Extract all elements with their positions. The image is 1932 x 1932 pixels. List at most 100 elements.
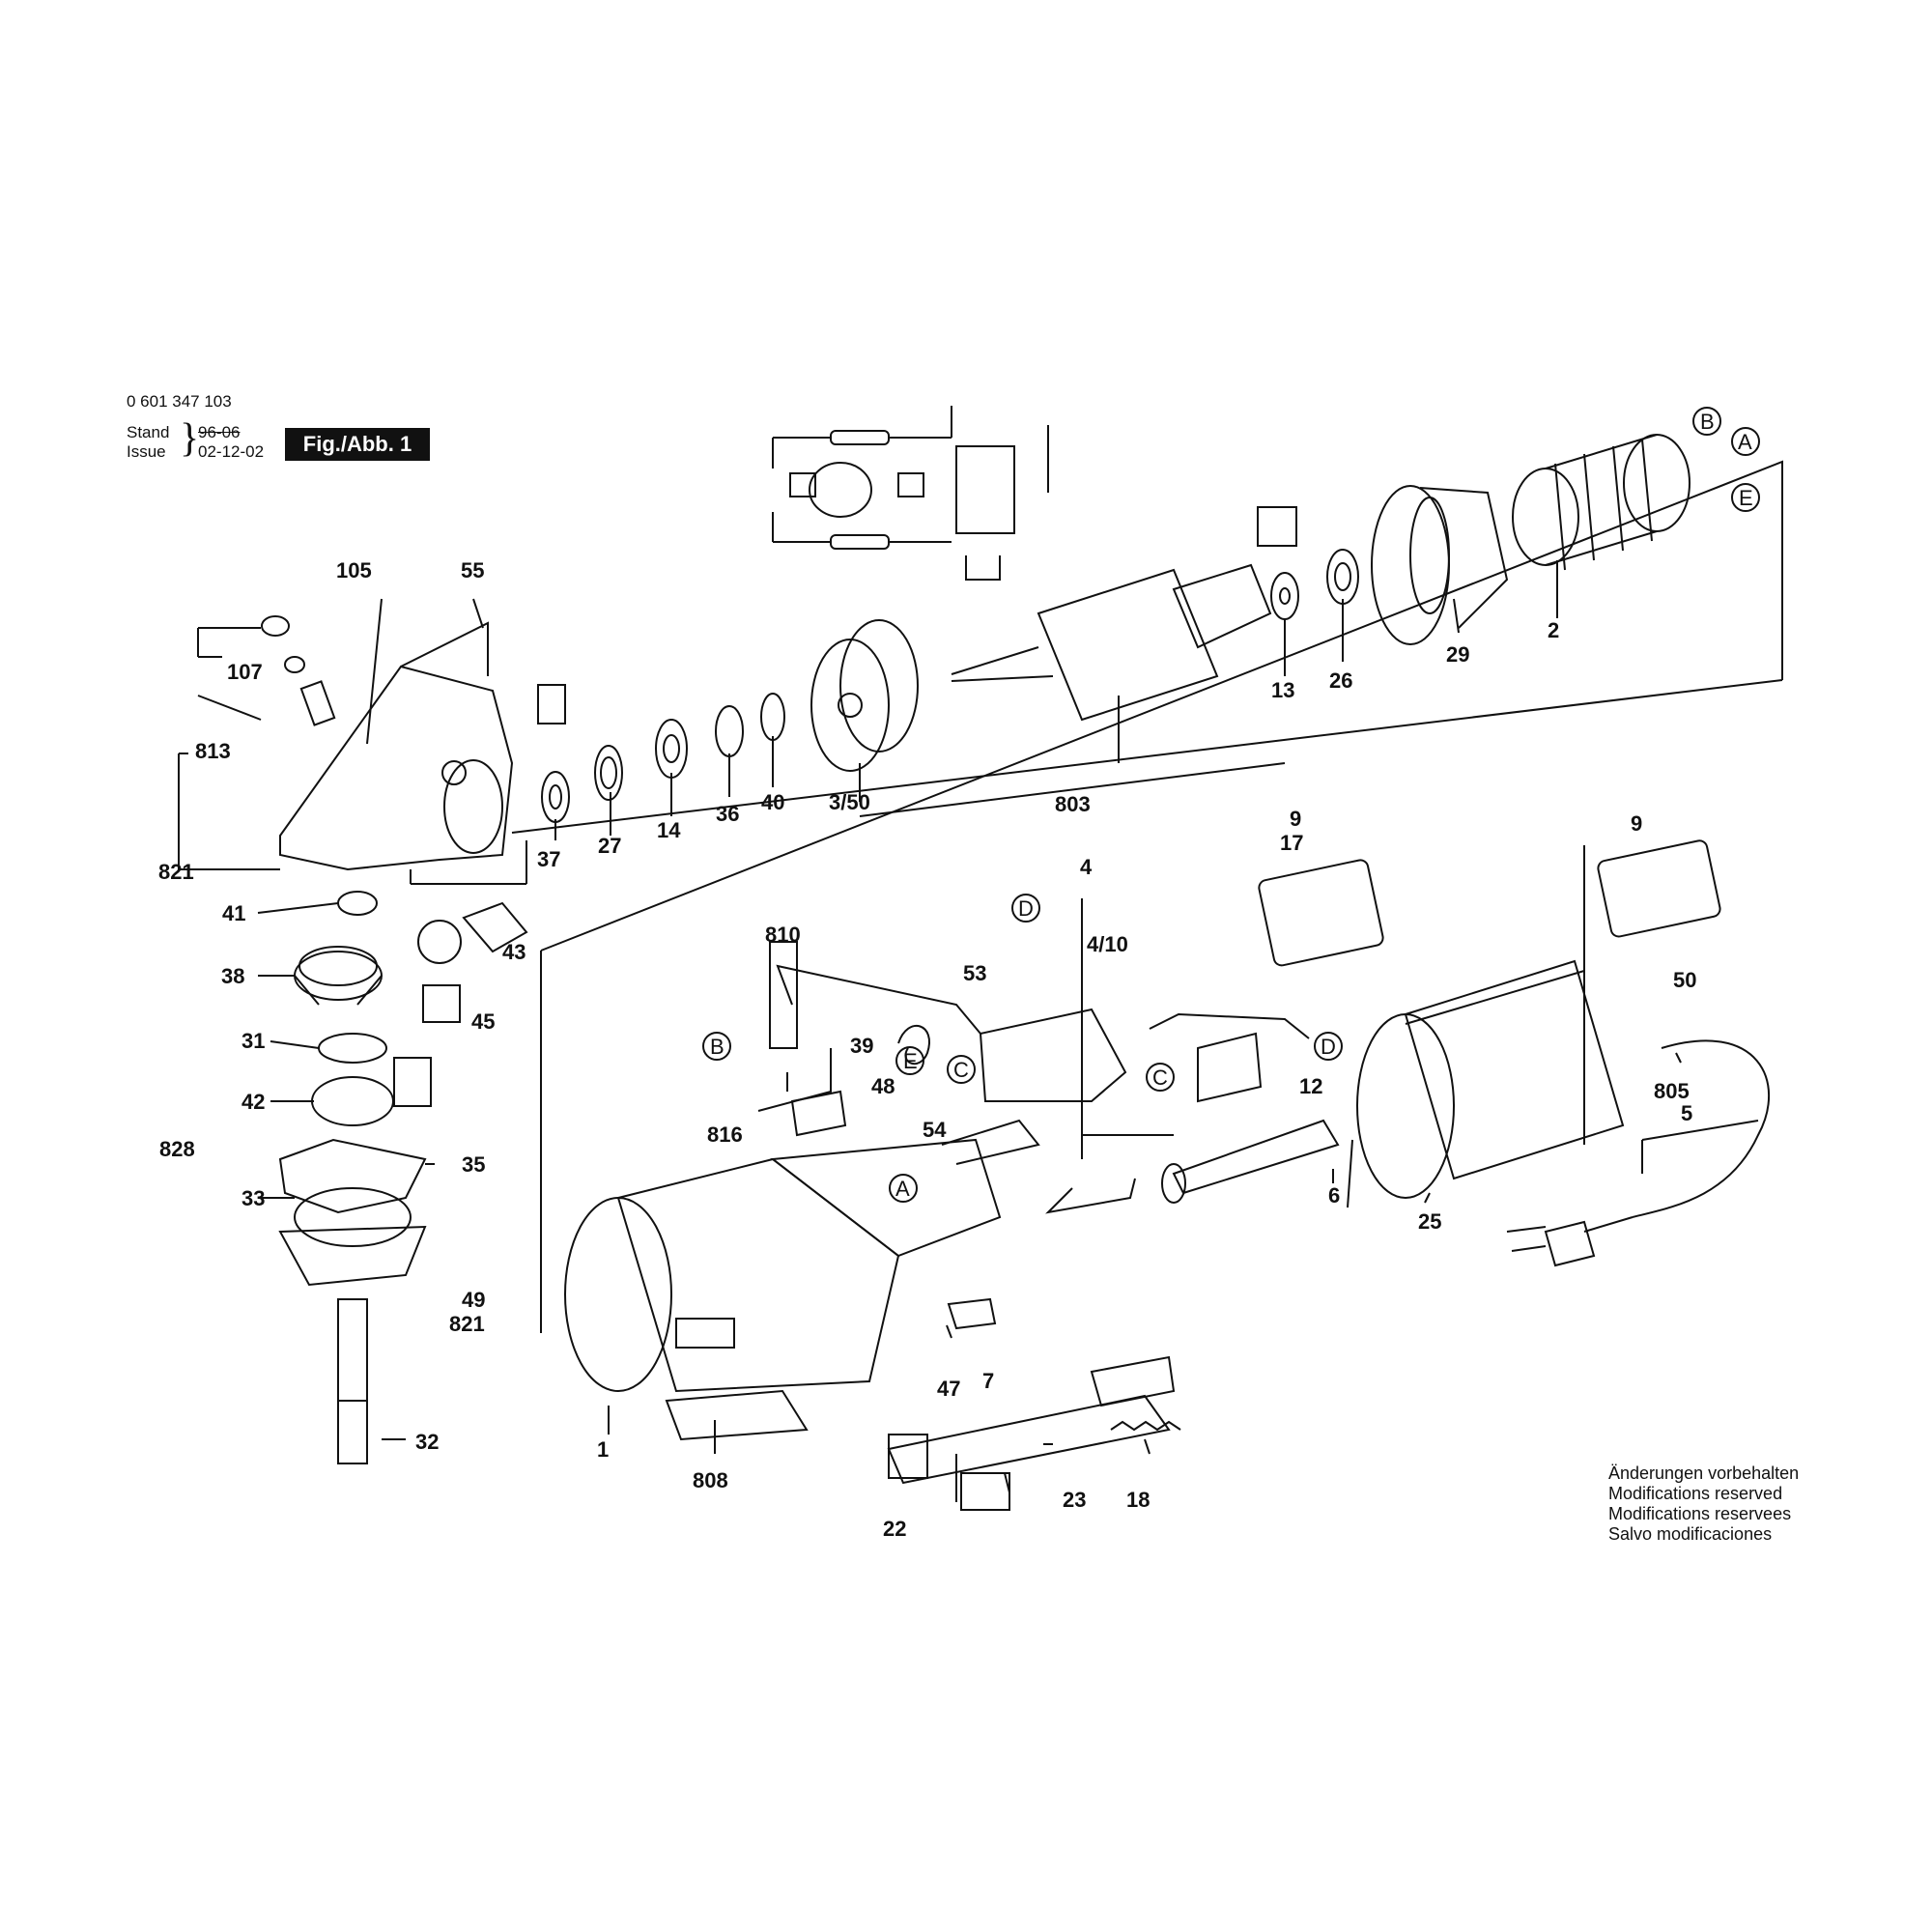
part-label: 105 xyxy=(336,558,372,582)
connector-marker: E xyxy=(1739,486,1753,510)
part-label: 813 xyxy=(195,739,231,763)
part-label: 54 xyxy=(923,1118,947,1142)
part-label: 42 xyxy=(242,1090,265,1114)
connector-marker: C xyxy=(953,1058,969,1082)
part-label: 805 xyxy=(1654,1079,1690,1103)
power-cord xyxy=(1506,1039,1771,1267)
terminal-block xyxy=(790,1090,847,1137)
motor-housing xyxy=(564,1138,1002,1393)
label-plate-9 xyxy=(1597,839,1721,938)
part-label: 31 xyxy=(242,1029,265,1053)
connector-marker: A xyxy=(1738,430,1752,454)
note-line: Salvo modificaciones xyxy=(1608,1524,1773,1544)
pinion-nut xyxy=(417,920,462,964)
part-label: 4 xyxy=(1080,855,1093,879)
part-label: 26 xyxy=(1329,668,1352,693)
part-label: 48 xyxy=(871,1074,895,1098)
part-label: 36 xyxy=(716,802,739,826)
shaft-seal-icon xyxy=(393,1057,432,1107)
connector-marker: B xyxy=(1700,410,1715,434)
issue-date: 02-12-02 xyxy=(198,442,265,461)
part-label: 22 xyxy=(883,1517,906,1541)
wiring-schematic-icon xyxy=(772,406,1049,581)
connector-marker: D xyxy=(1018,896,1034,921)
figure-title: Fig./Abb. 1 xyxy=(285,428,430,461)
modification-notes: Änderungen vorbehalten Modifications res… xyxy=(1608,1463,1799,1545)
note-line: Änderungen vorbehalten xyxy=(1608,1463,1800,1483)
part-label: 53 xyxy=(963,961,986,985)
document-part-number: 0 601 347 103 xyxy=(127,392,232,411)
part-label: 828 xyxy=(159,1137,195,1161)
note-line: Modifications reserved xyxy=(1608,1484,1783,1503)
part-label: 41 xyxy=(222,901,245,925)
part-label: 29 xyxy=(1446,642,1469,667)
stand-label: Stand xyxy=(127,423,170,441)
part-label: 4/10 xyxy=(1087,932,1128,956)
connector-marker: E xyxy=(903,1049,918,1073)
part-label: 14 xyxy=(657,818,681,842)
part-label: 816 xyxy=(707,1122,743,1147)
part-label: 808 xyxy=(693,1468,728,1492)
part-label: 803 xyxy=(1055,792,1091,816)
part-label: 32 xyxy=(415,1430,439,1454)
part-label: 23 xyxy=(1063,1488,1086,1512)
part-label: 107 xyxy=(227,660,263,684)
pinion xyxy=(462,901,528,953)
bearing-flange-gasket xyxy=(278,1138,427,1214)
switch-lever xyxy=(887,1355,1176,1485)
spindle xyxy=(337,1298,368,1464)
fan xyxy=(810,619,919,772)
part-label: 6 xyxy=(1328,1183,1340,1208)
part-label: 47 xyxy=(937,1377,960,1401)
air-guide-ring xyxy=(1371,485,1509,645)
stand-date: 96-06 xyxy=(198,423,241,441)
suppression-capacitor xyxy=(769,941,798,1049)
part-label: 35 xyxy=(462,1152,485,1177)
part-label: 3/50 xyxy=(829,790,870,814)
bearing-flange xyxy=(278,1187,427,1287)
compression-spring xyxy=(1110,1420,1181,1432)
part-label: 18 xyxy=(1126,1488,1150,1512)
bearing-set-top xyxy=(541,549,1359,823)
part-label: 9 xyxy=(1631,811,1642,836)
part-label: 5 xyxy=(1681,1101,1692,1125)
ball-bearing xyxy=(311,1076,394,1126)
connector-marker: C xyxy=(1152,1065,1168,1090)
part-label: 12 xyxy=(1299,1074,1322,1098)
armature xyxy=(951,563,1272,722)
wiring xyxy=(757,964,1136,1214)
issue-label: Issue xyxy=(127,442,166,461)
brace-symbol: } xyxy=(180,416,200,461)
label-plate-17 xyxy=(1258,859,1384,967)
part-label: 33 xyxy=(242,1186,265,1210)
brush-holder xyxy=(1149,1012,1310,1103)
retaining-ring xyxy=(318,1033,387,1064)
part-label: 37 xyxy=(537,847,560,871)
part-label: 821 xyxy=(158,860,194,884)
part-label: 13 xyxy=(1271,678,1294,702)
note-line: Modifications reservees xyxy=(1608,1504,1792,1523)
bearing-insert-icon xyxy=(537,506,1297,724)
part-label: 821 xyxy=(449,1312,485,1336)
switch-button xyxy=(960,1472,1010,1511)
part-label: 1 xyxy=(597,1437,609,1462)
brush-spring xyxy=(897,1024,930,1065)
connector-marker: D xyxy=(1321,1035,1336,1059)
tool-kit-icon xyxy=(422,984,461,1023)
part-label: 2 xyxy=(1548,618,1559,642)
needle-bearing xyxy=(337,891,378,916)
part-label: 45 xyxy=(471,1009,495,1034)
part-label: 9 xyxy=(1290,807,1301,831)
type-plate xyxy=(665,1389,809,1441)
part-label: 810 xyxy=(765,923,801,947)
part-label: 7 xyxy=(982,1369,994,1393)
spindle-lock xyxy=(261,615,336,726)
gear-head-housing xyxy=(279,621,514,871)
part-label: 49 xyxy=(462,1288,485,1312)
rear-housing-cover xyxy=(1356,959,1625,1199)
part-label: 25 xyxy=(1418,1209,1441,1234)
cable-clip xyxy=(947,1297,997,1330)
part-label: 39 xyxy=(850,1034,873,1058)
connector-marker: A xyxy=(895,1177,910,1201)
